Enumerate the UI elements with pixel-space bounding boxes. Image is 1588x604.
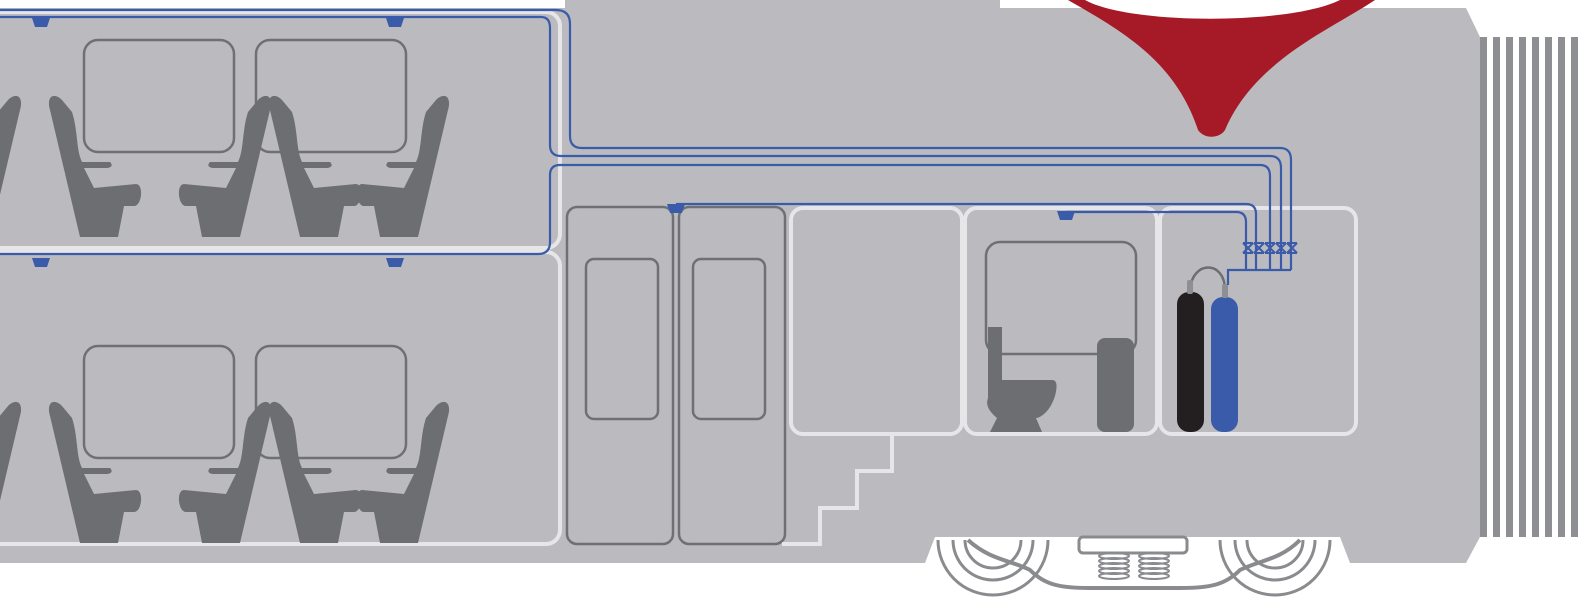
sink-cabinet	[1097, 338, 1134, 432]
gangway-stripe	[1532, 37, 1539, 537]
car-body-shell	[0, 8, 1480, 563]
spring-coil	[1139, 573, 1169, 579]
gangway-connector	[1480, 37, 1578, 537]
bogie-frame	[968, 540, 1300, 588]
gangway-stripe	[1519, 37, 1526, 537]
spring-coil	[1099, 573, 1129, 579]
gas-cylinder-icon	[1177, 292, 1204, 432]
nozzle-icon	[1057, 211, 1075, 220]
nozzle-icon	[32, 258, 50, 267]
cylinder-valve	[1187, 280, 1193, 294]
cylinder-valve	[1222, 284, 1228, 298]
spring-icon	[1099, 553, 1169, 579]
gangway-stripe	[1506, 37, 1513, 537]
gangway-stripe	[1545, 37, 1552, 537]
gangway-stripe	[1558, 37, 1565, 537]
nozzle-icon	[386, 18, 404, 27]
wheel-left	[938, 540, 1048, 595]
nozzle-icon	[667, 204, 685, 213]
bogie-icon	[938, 537, 1330, 595]
gas-cylinder-icon	[1211, 297, 1238, 432]
bogie-bolster	[1079, 537, 1187, 553]
nozzle-icon	[32, 18, 50, 27]
car-body-mid-panel	[565, 0, 1000, 8]
gangway-stripe	[1493, 37, 1500, 537]
gangway-stripe	[1480, 37, 1487, 537]
gangway-stripe	[1571, 37, 1578, 537]
nozzle-icon	[386, 258, 404, 267]
wheel-right	[1220, 540, 1330, 595]
car-body	[0, 0, 1480, 563]
